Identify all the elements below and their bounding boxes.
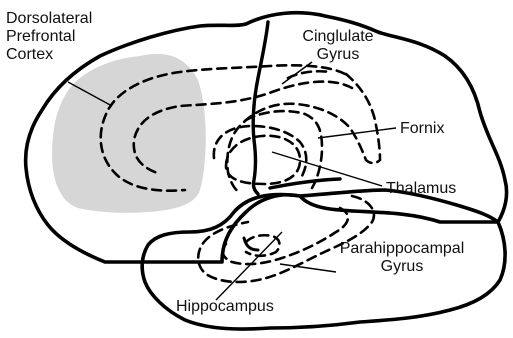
fornix-outline [246, 111, 322, 188]
label-thalamus: Thalamus [386, 180, 456, 198]
lateral-sulcus [270, 179, 340, 188]
fornix-leader [318, 128, 396, 138]
central-fissure [253, 22, 268, 194]
label-hippocampus: Hippocampus [176, 298, 274, 316]
label-parahippocampal-gyrus: Parahippocampal Gyrus [336, 240, 468, 276]
label-cingulate-gyrus: Cinglulate Gyrus [296, 28, 380, 64]
label-dlpfc: Dorsolateral Prefrontal Cortex [6, 10, 92, 64]
thalamus-outline [226, 136, 300, 184]
label-fornix: Fornix [400, 120, 444, 138]
